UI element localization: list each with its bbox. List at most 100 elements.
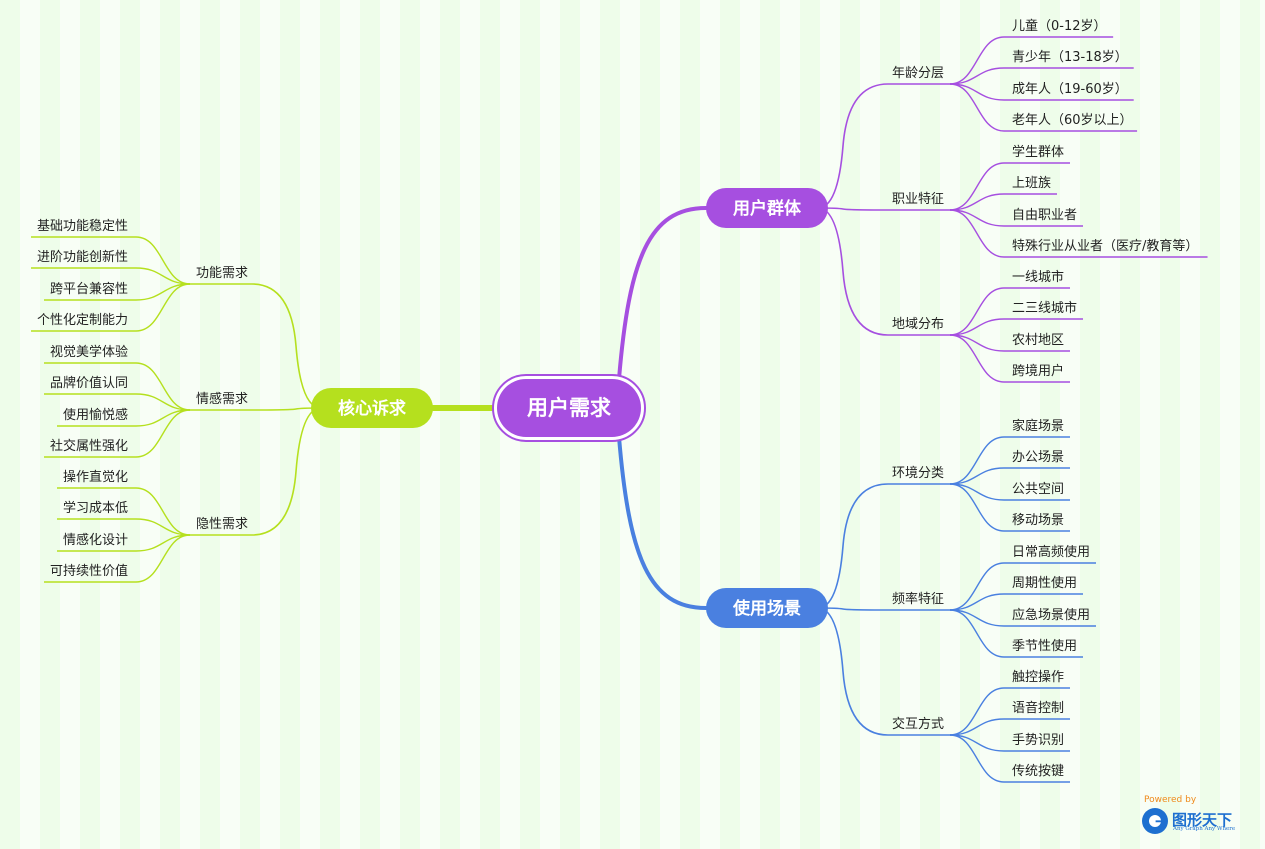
leaf-node[interactable]: 操作直觉化 [63,469,128,485]
leaf-node[interactable]: 周期性使用 [1012,575,1077,591]
leaf-label: 日常高频使用 [1012,544,1090,560]
group-to-leaf-connector [135,518,191,536]
leaf-label: 农村地区 [1012,333,1064,348]
main-topic-label: 用户群体 [733,198,802,219]
leaf-node[interactable]: 可持续性价值 [50,563,128,579]
leaf-node[interactable]: 语音控制 [1012,700,1064,716]
subtopic-label: 环境分类 [892,466,944,481]
main-topic-node[interactable]: 用户群体 [706,188,828,228]
leaf-node[interactable]: 触控操作 [1012,669,1064,685]
leaf-label: 手势识别 [1012,732,1064,748]
main-to-group-connector [251,407,322,536]
main-to-group-connector [817,607,889,736]
subtopic-node[interactable]: 功能需求 [196,266,248,281]
subtopic-label: 交互方式 [892,716,944,732]
leaf-label: 可持续性价值 [50,563,128,579]
main-topic-label: 核心诉求 [338,398,406,419]
group-to-leaf-connector [949,687,1005,736]
leaf-node[interactable]: 视觉美学体验 [50,344,128,360]
subtopic-node[interactable]: 隐性需求 [196,517,248,532]
group-to-leaf-connector [949,467,1005,485]
leaf-label: 使用愉悦感 [63,407,128,423]
brand-name: 图形天下 [1172,811,1233,829]
leaf-label: 上班族 [1012,175,1051,191]
leaf-node[interactable]: 办公场景 [1012,450,1064,465]
main-topic-node[interactable]: 使用场景 [706,588,828,628]
leaf-node[interactable]: 应急场景使用 [1012,607,1090,623]
leaf-node[interactable]: 家庭场景 [1012,418,1064,434]
leaf-node[interactable]: 成年人（19-60岁） [1012,82,1128,97]
leaf-label: 情感化设计 [63,532,128,548]
leaf-label: 学生群体 [1012,144,1064,160]
group-to-leaf-connector [949,483,1005,532]
leaf-node[interactable]: 儿童（0-12岁） [1012,18,1107,34]
subtopic-node[interactable]: 职业特征 [892,192,944,207]
main-to-group-connector [817,607,889,611]
leaf-node[interactable]: 老年人（60岁以上） [1012,113,1133,128]
leaf-node[interactable]: 日常高频使用 [1012,544,1090,560]
leaf-node[interactable]: 季节性使用 [1012,638,1077,654]
leaf-node[interactable]: 基础功能稳定性 [37,218,128,234]
leaf-label: 个性化定制能力 [37,313,128,328]
root-label: 用户需求 [527,396,611,420]
powered-by-text: Powered by [1144,795,1197,805]
leaf-label: 操作直觉化 [63,469,128,485]
leaf-node[interactable]: 青少年（13-18岁） [1012,50,1128,65]
leaf-node[interactable]: 跨境用户 [1012,363,1064,379]
leaf-label: 二三线城市 [1012,300,1077,316]
leaf-node[interactable]: 个性化定制能力 [37,313,128,328]
group-to-leaf-connector [135,283,191,332]
subtopic-node[interactable]: 地域分布 [892,317,944,332]
leaf-label: 家庭场景 [1012,418,1064,434]
group-to-leaf-connector [949,334,1005,383]
main-topic-node[interactable]: 核心诉求 [311,388,433,428]
subtopic-node[interactable]: 环境分类 [892,466,944,481]
leaf-label: 跨平台兼容性 [50,281,128,297]
leaf-label: 语音控制 [1012,700,1064,716]
leaf-node[interactable]: 上班族 [1012,175,1051,191]
leaf-node[interactable]: 农村地区 [1012,333,1064,348]
leaf-label: 基础功能稳定性 [37,218,128,234]
subtopic-node[interactable]: 频率特征 [892,591,944,607]
leaf-node[interactable]: 跨平台兼容性 [50,281,128,297]
group-to-leaf-connector [135,487,191,536]
leaf-label: 公共空间 [1012,482,1064,497]
leaf-node[interactable]: 移动场景 [1012,513,1064,528]
leaf-node[interactable]: 特殊行业从业者（医疗/教育等） [1012,238,1198,254]
leaf-label: 传统按键 [1012,764,1064,779]
leaf-node[interactable]: 进阶功能创新性 [37,249,128,265]
leaf-label: 办公场景 [1012,450,1064,465]
leaf-node[interactable]: 学生群体 [1012,144,1064,160]
leaf-node[interactable]: 传统按键 [1012,764,1064,779]
main-topic-body [706,188,828,228]
leaf-node[interactable]: 公共空间 [1012,482,1064,497]
leaf-label: 社交属性强化 [50,438,128,454]
main-to-group-connector [817,483,889,609]
leaf-node[interactable]: 自由职业者 [1012,208,1077,223]
leaf-label: 进阶功能创新性 [37,249,128,265]
leaf-node[interactable]: 品牌价值认同 [50,375,128,391]
leaf-node[interactable]: 社交属性强化 [50,438,128,454]
root-to-right-connector [617,435,708,610]
leaf-node[interactable]: 使用愉悦感 [63,407,128,423]
group-to-leaf-connector [949,718,1005,736]
leaf-node[interactable]: 学习成本低 [63,500,128,516]
subtopic-label: 隐性需求 [196,517,248,532]
subtopic-node[interactable]: 交互方式 [892,716,944,732]
leaf-node[interactable]: 情感化设计 [63,532,128,548]
subtopic-label: 频率特征 [892,591,944,607]
subtopic-node[interactable]: 年龄分层 [892,66,944,81]
leaf-label: 青少年（13-18岁） [1012,50,1128,65]
subtopic-label: 地域分布 [892,317,944,332]
root-node[interactable]: 用户需求 [492,374,646,442]
leaf-label: 一线城市 [1012,269,1064,285]
group-to-leaf-connector [949,287,1005,336]
leaf-node[interactable]: 手势识别 [1012,732,1064,748]
subtopic-node[interactable]: 情感需求 [196,391,248,407]
group-to-leaf-connector [949,609,1005,658]
main-topic-body [706,588,828,628]
leaf-node[interactable]: 一线城市 [1012,269,1064,285]
leaf-node[interactable]: 二三线城市 [1012,300,1077,316]
group-to-leaf-connector [135,236,191,285]
